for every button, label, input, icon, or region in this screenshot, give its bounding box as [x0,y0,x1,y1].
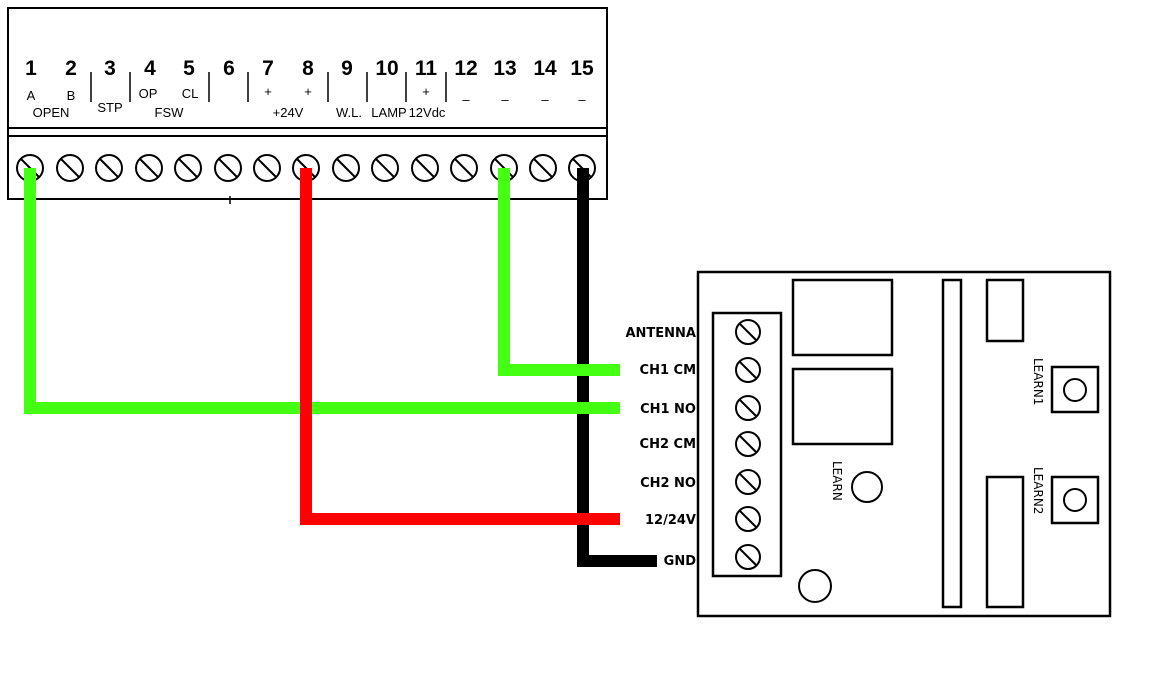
terminal-number: 9 [341,57,353,80]
terminal-sublabel: A [27,88,36,103]
terminal-screw [214,154,242,182]
group-label-open: OPEN [33,105,70,120]
learn2-button-knob [1063,488,1087,512]
learn-button[interactable] [851,471,883,503]
terminal-number: 13 [493,57,516,80]
terminal-number: 1 [25,57,37,80]
terminal-number: 7 [262,57,274,80]
terminal-number: 2 [65,57,77,80]
learn2-label: LEARN2 [1031,467,1045,514]
terminal-number: 5 [183,57,195,80]
controller-terminal-block: 1 2 3 4 5 6 7 8 9 10 11 12 13 14 15 A B … [7,7,608,204]
terminal-sublabel: + [422,84,430,99]
wire-gnd [577,168,657,567]
wire-ch1-cm [498,168,620,376]
receiver-terminal-screw [735,506,761,532]
terminal-screws [16,154,596,182]
terminal-screw [371,154,399,182]
label-ch1-no: CH1 NO [640,402,696,417]
group-label-24v: +24V [273,105,304,120]
terminal-sublabel: + [304,84,312,99]
terminal-sublabel: – [541,92,549,107]
receiver-terminal-screw [735,431,761,457]
component-block [985,475,1025,609]
connector-strip [941,278,963,609]
terminal-sublabel: CL [182,86,199,101]
terminal-screw [411,154,439,182]
label-ch2-cm: CH2 CM [640,437,696,452]
receiver-terminal-screw [735,544,761,570]
label-12-24v: 12/24V [645,513,696,528]
terminal-number: 10 [375,57,398,80]
group-label-fsw: FSW [155,105,185,120]
terminal-number: 3 [104,57,116,80]
terminal-sublabel: – [501,92,509,107]
wire-12-24v [300,168,620,525]
terminal-sublabel: – [578,92,586,107]
terminal-screw [174,154,202,182]
terminal-screw [332,154,360,182]
terminal-screw [95,154,123,182]
terminal-screw [529,154,557,182]
receiver-terminal-screw [735,469,761,495]
label-antenna: ANTENNA [625,326,696,341]
learn-label: LEARN [830,461,844,501]
mounting-hole [798,569,832,603]
terminal-sublabel: LAMP [371,105,406,120]
group-label-12vdc: 12Vdc [409,105,446,120]
label-gnd: GND [664,554,697,569]
terminal-sublabel: B [67,88,76,103]
receiver-screws [735,319,761,570]
receiver-terminal-screw [735,357,761,383]
receiver-board: LEARN LEARN1 LEARN2 [696,270,1112,618]
terminal-number: 12 [454,57,477,80]
terminal-sublabel: STP [97,100,122,115]
terminal-number: 6 [223,57,235,80]
receiver-terminal-labels: ANTENNA CH1 CM CH1 NO CH2 CM CH2 NO 12/2… [625,326,696,569]
wires [24,168,657,567]
terminal-screw [135,154,163,182]
learn1-label: LEARN1 [1031,358,1045,405]
receiver-terminal-screw [735,395,761,421]
terminal-sublabel: + [264,84,272,99]
wire-ch1-no [24,168,620,414]
terminal-number: 8 [302,57,314,80]
label-ch2-no: CH2 NO [640,476,696,491]
receiver-terminal-screw [735,319,761,345]
terminal-screw [56,154,84,182]
terminal-screw [450,154,478,182]
label-ch1-cm: CH1 CM [640,363,696,378]
terminal-sublabel: W.L. [336,105,362,120]
terminal-number: 11 [415,57,438,80]
terminal-number: 4 [144,57,156,80]
label-separators [90,72,447,102]
relay-2 [791,367,894,446]
terminal-number: 14 [533,57,557,80]
terminal-sublabel: – [462,92,470,107]
relay-1 [791,278,894,357]
terminal-number: 15 [570,57,594,80]
component-block [985,278,1025,343]
terminal-screw [253,154,281,182]
terminal-sublabel: OP [139,86,158,101]
learn1-button-knob [1063,378,1087,402]
